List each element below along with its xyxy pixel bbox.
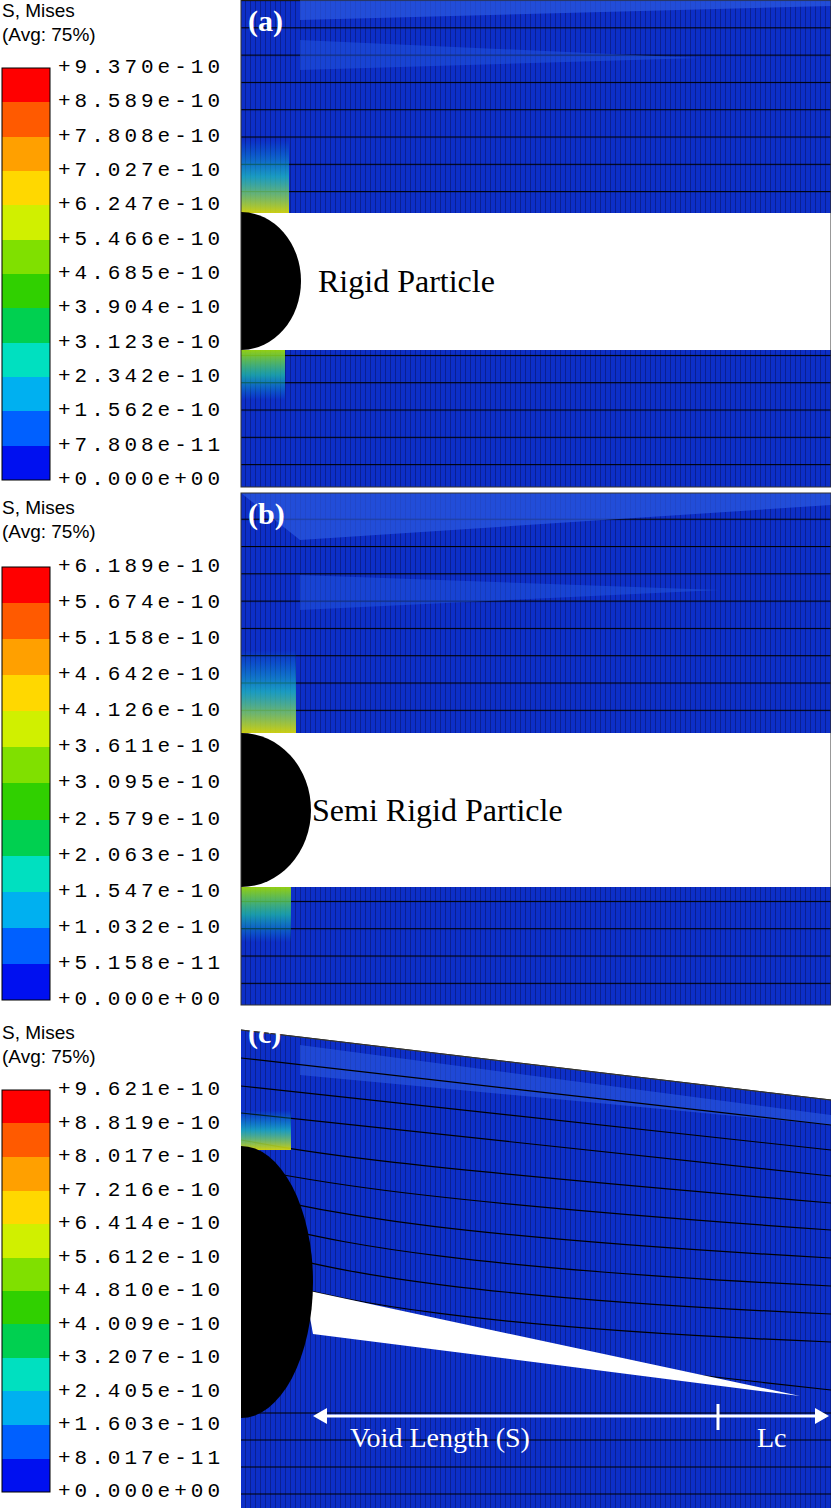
legend-value: +5.466e-10	[58, 230, 224, 250]
legend-value: +3.095e-10	[58, 773, 224, 793]
particle-label: Rigid Particle	[318, 262, 495, 300]
legend-value: +0.000e+00	[58, 1482, 224, 1502]
legend-value: +3.904e-10	[58, 298, 224, 318]
legend-value: +4.685e-10	[58, 264, 224, 284]
panel-letter: (c)	[248, 1016, 281, 1050]
panel-c-mesh	[241, 1030, 831, 1508]
legend-value: +8.017e-11	[58, 1449, 224, 1469]
legend-value: +6.189e-10	[58, 557, 224, 577]
legend-value: +5.158e-10	[58, 629, 224, 649]
legend-value: +8.017e-10	[58, 1147, 224, 1167]
legend-value: +2.342e-10	[58, 367, 224, 387]
legend-value: +7.216e-10	[58, 1181, 224, 1201]
legend-title: S, Mises	[2, 497, 75, 519]
panel-a-mesh	[241, 0, 831, 487]
legend-value: +5.674e-10	[58, 593, 224, 613]
legend-value: +7.027e-10	[58, 161, 224, 181]
legend-value: +7.808e-10	[58, 127, 224, 147]
legend-title: S, Mises	[2, 0, 75, 22]
panel-letter: (a)	[248, 4, 283, 38]
legend-title: S, Mises	[2, 1022, 75, 1044]
legend-subtitle: (Avg: 75%)	[2, 24, 96, 46]
legend-value: +8.819e-10	[58, 1114, 224, 1134]
legend-value: +5.612e-10	[58, 1248, 224, 1268]
legend-value: +8.589e-10	[58, 92, 224, 112]
dimension-label: Void Length (S)	[350, 1422, 530, 1454]
legend-value: +6.247e-10	[58, 195, 224, 215]
legend-value: +3.207e-10	[58, 1348, 224, 1368]
legend-value: +1.032e-10	[58, 918, 224, 938]
legend-value: +4.810e-10	[58, 1281, 224, 1301]
legend-value: +2.405e-10	[58, 1382, 224, 1402]
color-bar	[2, 68, 50, 1492]
legend-value: +7.808e-11	[58, 436, 224, 456]
legend-value: +9.621e-10	[58, 1080, 224, 1100]
legend-value: +1.603e-10	[58, 1415, 224, 1435]
dimension-label: Lc	[757, 1422, 787, 1454]
legend-value: +4.642e-10	[58, 665, 224, 685]
legend-value: +2.063e-10	[58, 846, 224, 866]
particle-label: Semi Rigid Particle	[312, 791, 563, 829]
legend-value: +9.370e-10	[58, 58, 224, 78]
legend-value: +1.547e-10	[58, 882, 224, 902]
legend-value: +5.158e-11	[58, 954, 224, 974]
legend-value: +3.611e-10	[58, 737, 224, 757]
legend-value: +0.000e+00	[58, 470, 224, 490]
legend-value: +3.123e-10	[58, 333, 224, 353]
legend-value: +0.000e+00	[58, 990, 224, 1010]
legend-subtitle: (Avg: 75%)	[2, 521, 96, 543]
panel-letter: (b)	[248, 497, 285, 531]
legend-value: +4.126e-10	[58, 701, 224, 721]
legend-value: +4.009e-10	[58, 1315, 224, 1335]
legend-value: +1.562e-10	[58, 401, 224, 421]
legend-value: +2.579e-10	[58, 810, 224, 830]
legend-subtitle: (Avg: 75%)	[2, 1046, 96, 1068]
legend-value: +6.414e-10	[58, 1214, 224, 1234]
panel-b-mesh	[241, 493, 831, 1005]
